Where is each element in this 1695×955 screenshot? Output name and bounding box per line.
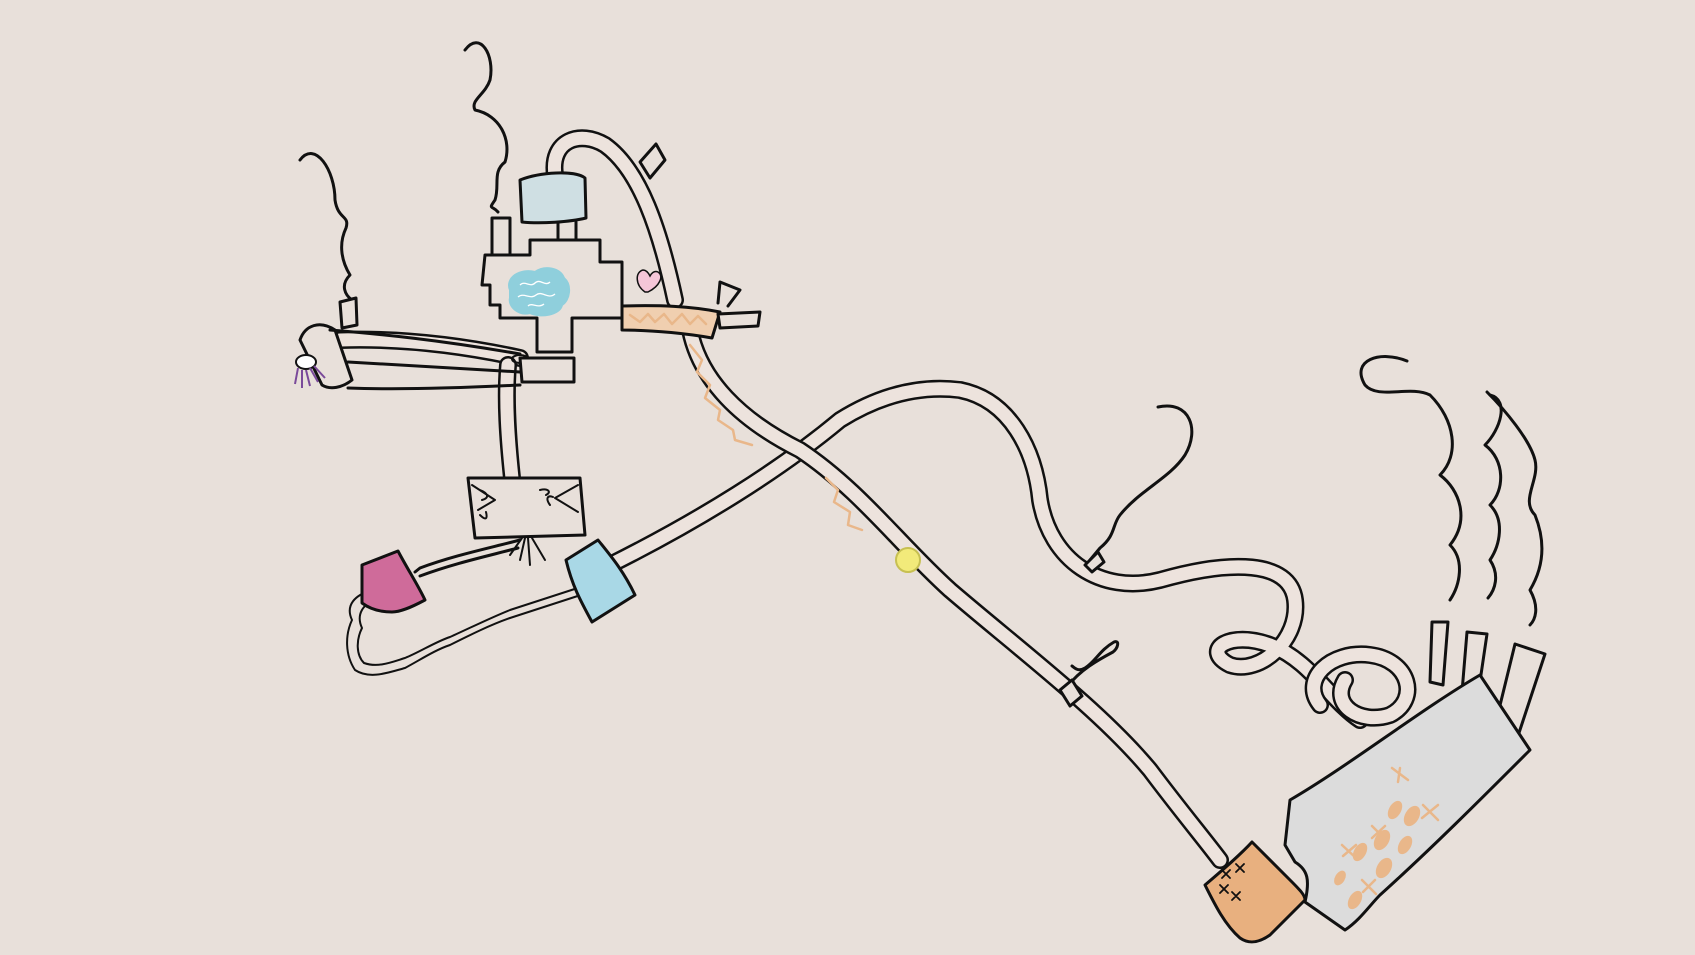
- light-blue-box-top: [518, 171, 588, 225]
- steam-curl-top: [463, 41, 509, 214]
- tube-left-arm-fill: [333, 333, 527, 365]
- junction-box-face-right: [539, 484, 579, 513]
- zigzag-diagonal-lower: [824, 476, 864, 532]
- lower-slab: [518, 356, 576, 384]
- tube-down-stem-fill: [500, 358, 519, 485]
- steam-curl-mid: [1088, 404, 1194, 562]
- light-blue-box-neck: [556, 220, 578, 242]
- wire-to-magenta: [413, 538, 522, 574]
- tube-long-diagonal-fill: [683, 323, 1227, 867]
- grey-box-orange-crosses: [1340, 766, 1440, 896]
- steam-curl-right-3: [1485, 390, 1544, 627]
- brain-block-chimney: [490, 216, 512, 257]
- steam-curl-left: [298, 152, 354, 302]
- tube-tab-mid: [1058, 678, 1084, 708]
- tubes: [331, 129, 1417, 869]
- band-tab-right: [716, 310, 762, 330]
- steam-curl-right-2: [1483, 393, 1503, 600]
- tube-tab-curve: [1083, 550, 1106, 574]
- nozzle-tip: [295, 354, 317, 370]
- orange-box-unit: [1203, 840, 1307, 944]
- grey-box-orange-dots: [1334, 800, 1421, 910]
- band-tab-flag: [716, 280, 742, 308]
- orange-band-zigzag: [628, 312, 708, 326]
- squiggle-wire-inner: [356, 583, 591, 666]
- grey-box-unit: [1283, 620, 1547, 932]
- tube-main-s-curve-fill: [603, 382, 1367, 727]
- yellow-dot-icon: [895, 547, 921, 573]
- tube-loop-fill: [1307, 647, 1414, 725]
- grey-box-chimney-1: [1428, 620, 1450, 687]
- zigzag-diagonal-upper: [688, 343, 754, 447]
- tube-top-arch-fill: [548, 131, 682, 307]
- brain-unit: [480, 171, 624, 384]
- orange-band: [620, 142, 762, 340]
- nozzle-arm-lower: [346, 360, 522, 374]
- brain-icon-folds: [517, 280, 556, 307]
- nozzle-arm-bottom: [346, 383, 522, 391]
- grey-box-body: [1283, 673, 1532, 932]
- junction-box: [466, 476, 587, 566]
- squiggle-wire-outer: [346, 589, 591, 676]
- sky-blue-box: [564, 538, 637, 624]
- nozzle-mount: [338, 296, 359, 330]
- brain-icon: [508, 267, 570, 317]
- top-arch-flag: [638, 142, 667, 180]
- heart-icon: [636, 269, 662, 293]
- magenta-box: [360, 549, 427, 614]
- junction-box-body: [466, 476, 587, 540]
- cross-marks-icon: [1219, 863, 1245, 901]
- purple-nozzle: [294, 296, 522, 391]
- steam-curl-right-1: [1359, 355, 1463, 602]
- nozzle-body: [298, 323, 354, 390]
- zigzag-marks: [688, 343, 864, 532]
- purple-fringe: [294, 365, 326, 388]
- steam-curls: [298, 41, 1544, 688]
- wire-to-magenta-2: [418, 546, 520, 578]
- steam-curl-small: [1066, 640, 1120, 688]
- nozzle-arm: [328, 328, 522, 356]
- orange-box-body: [1203, 840, 1307, 944]
- junction-box-legs: [509, 537, 546, 566]
- junction-box-face-left: [471, 484, 496, 520]
